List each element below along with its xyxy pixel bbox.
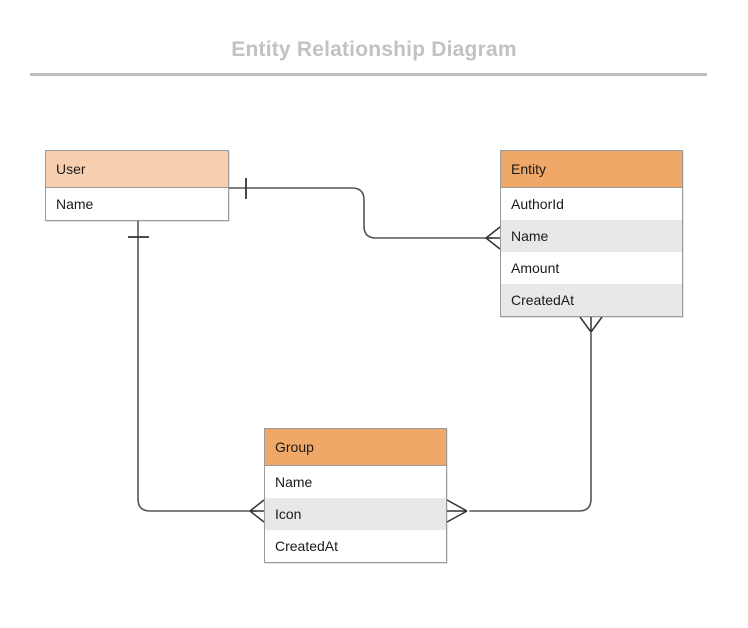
crowsfoot-entity-left [485,226,501,250]
entity-attribute-row: Name [46,188,228,220]
entity-table-user[interactable]: User Name [45,150,229,221]
entity-attribute-row: Amount [501,252,682,284]
entity-header-entity: Entity [501,151,682,188]
page-title: Entity Relationship Diagram [231,38,517,61]
crowsfoot-group-right [446,499,468,523]
entity-attribute-row: Icon [265,498,446,530]
crowsfoot-group-left [249,499,265,523]
connector-entity-group [446,316,603,523]
entity-table-entity[interactable]: Entity AuthorId Name Amount CreatedAt [500,150,683,317]
entity-table-group[interactable]: Group Name Icon CreatedAt [264,428,447,563]
entity-attribute-row: AuthorId [501,188,682,220]
entity-attribute-row: CreatedAt [265,530,446,562]
entity-header-user: User [46,151,228,188]
connector-user-group [128,219,265,523]
entity-header-group: Group [265,429,446,466]
entity-attribute-row: Name [501,220,682,252]
title-divider [30,73,707,76]
entity-attribute-row: CreatedAt [501,284,682,316]
entity-attribute-row: Name [265,466,446,498]
crowsfoot-entity-bottom [579,316,603,333]
connector-user-entity [228,178,501,250]
